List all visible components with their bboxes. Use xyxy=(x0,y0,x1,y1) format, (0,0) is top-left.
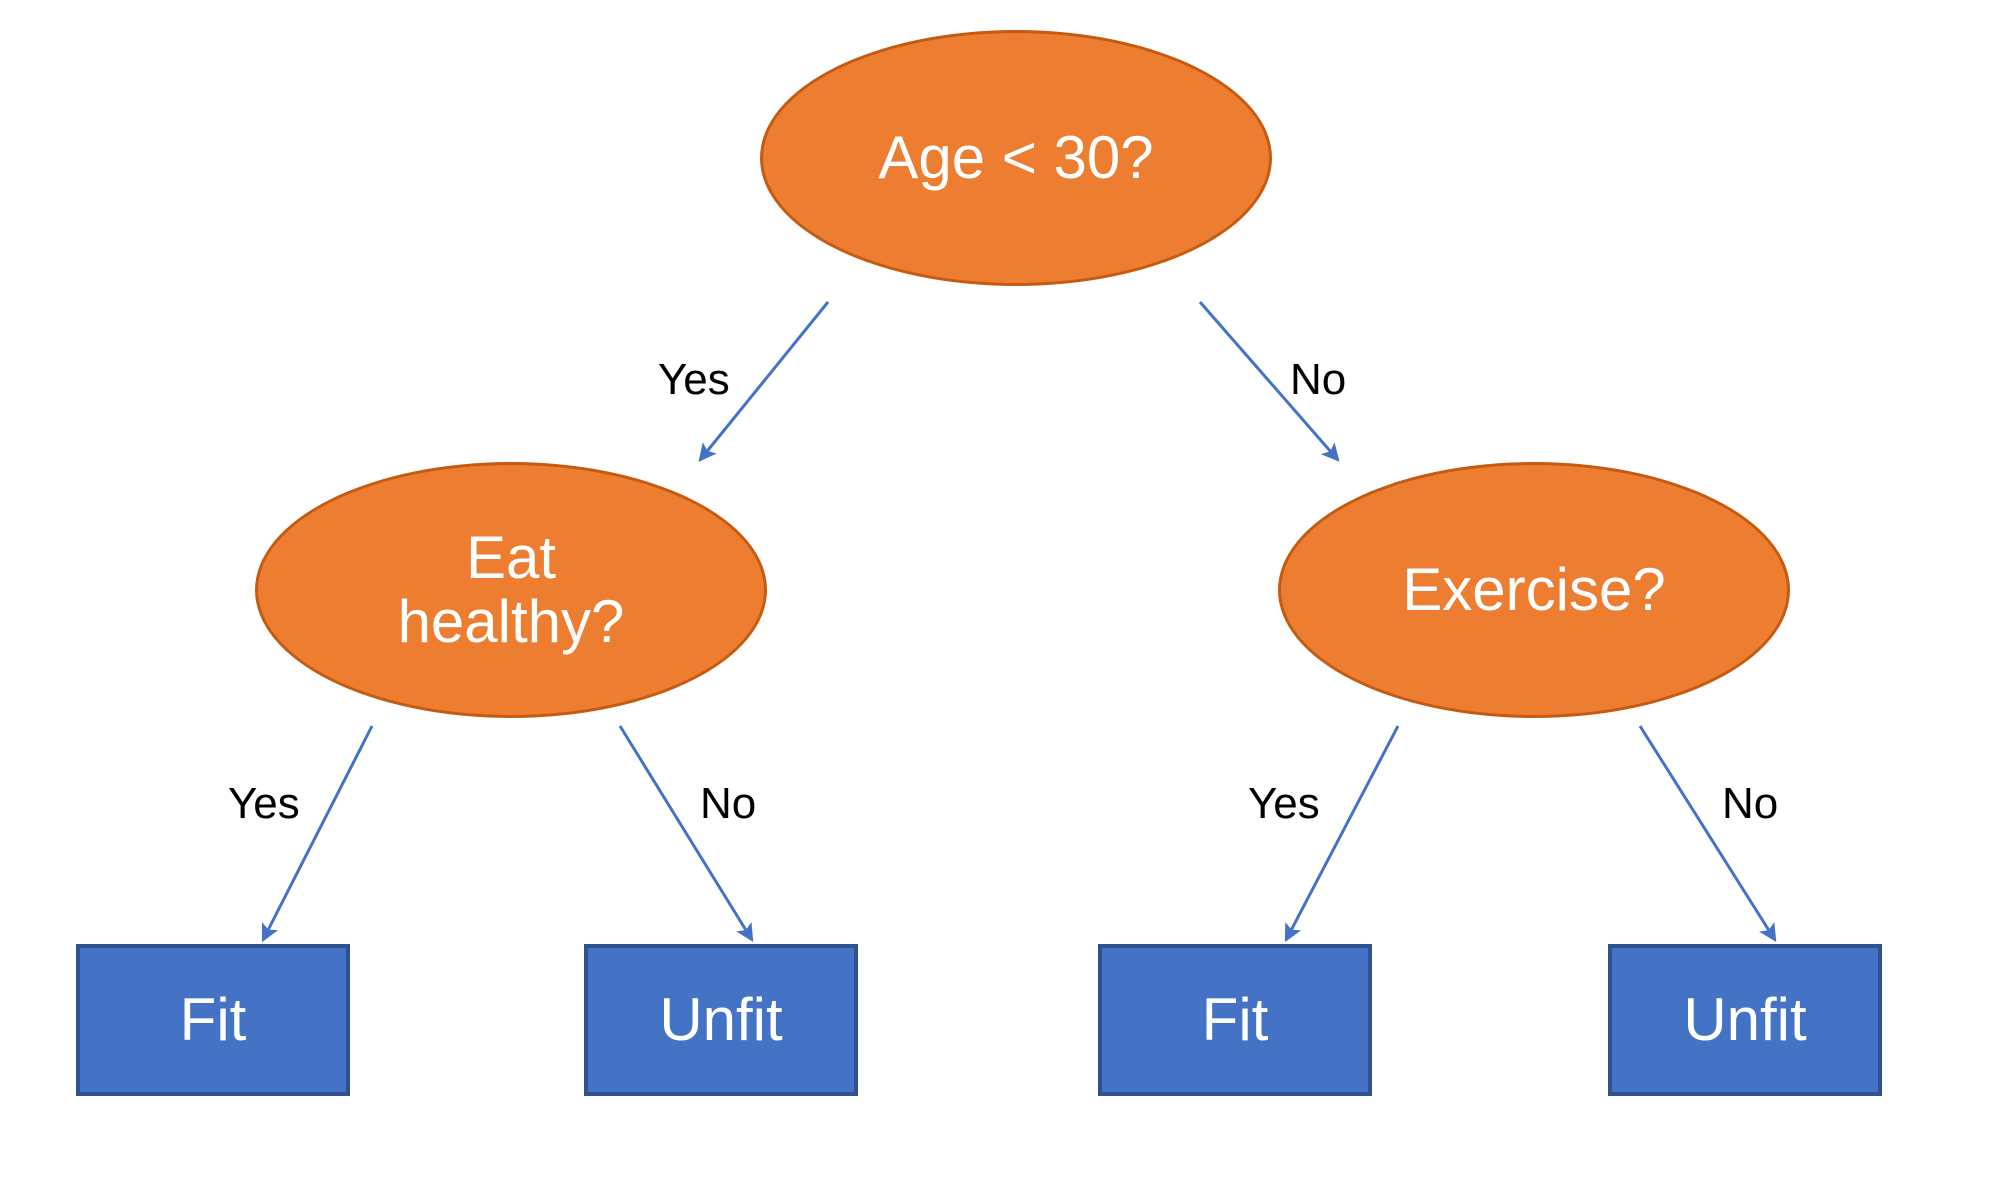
node-root[interactable]: Age < 30? xyxy=(760,30,1272,286)
node-eat_healthy[interactable]: Eat healthy? xyxy=(255,462,767,718)
connector-ex-yes xyxy=(1284,725,1400,943)
connector-eat-yes xyxy=(261,725,374,943)
edge-label-eat-yes: Yes xyxy=(228,779,300,828)
edge-label-root-no: No xyxy=(1290,355,1347,404)
connector-eat-no xyxy=(618,725,754,943)
node-fit_right[interactable]: Fit xyxy=(1098,944,1372,1096)
node-unfit_right[interactable]: Unfit xyxy=(1608,944,1882,1096)
edge-label-eat-no: No xyxy=(700,779,757,828)
node-unfit_left[interactable]: Unfit xyxy=(584,944,858,1096)
node-fit_left[interactable]: Fit xyxy=(76,944,350,1096)
edge-label-root-yes: Yes xyxy=(658,355,730,404)
edge-label-ex-no: No xyxy=(1722,779,1779,828)
connector-ex-no xyxy=(1638,725,1777,943)
edge-label-ex-yes: Yes xyxy=(1248,779,1320,828)
node-exercise[interactable]: Exercise? xyxy=(1278,462,1790,718)
